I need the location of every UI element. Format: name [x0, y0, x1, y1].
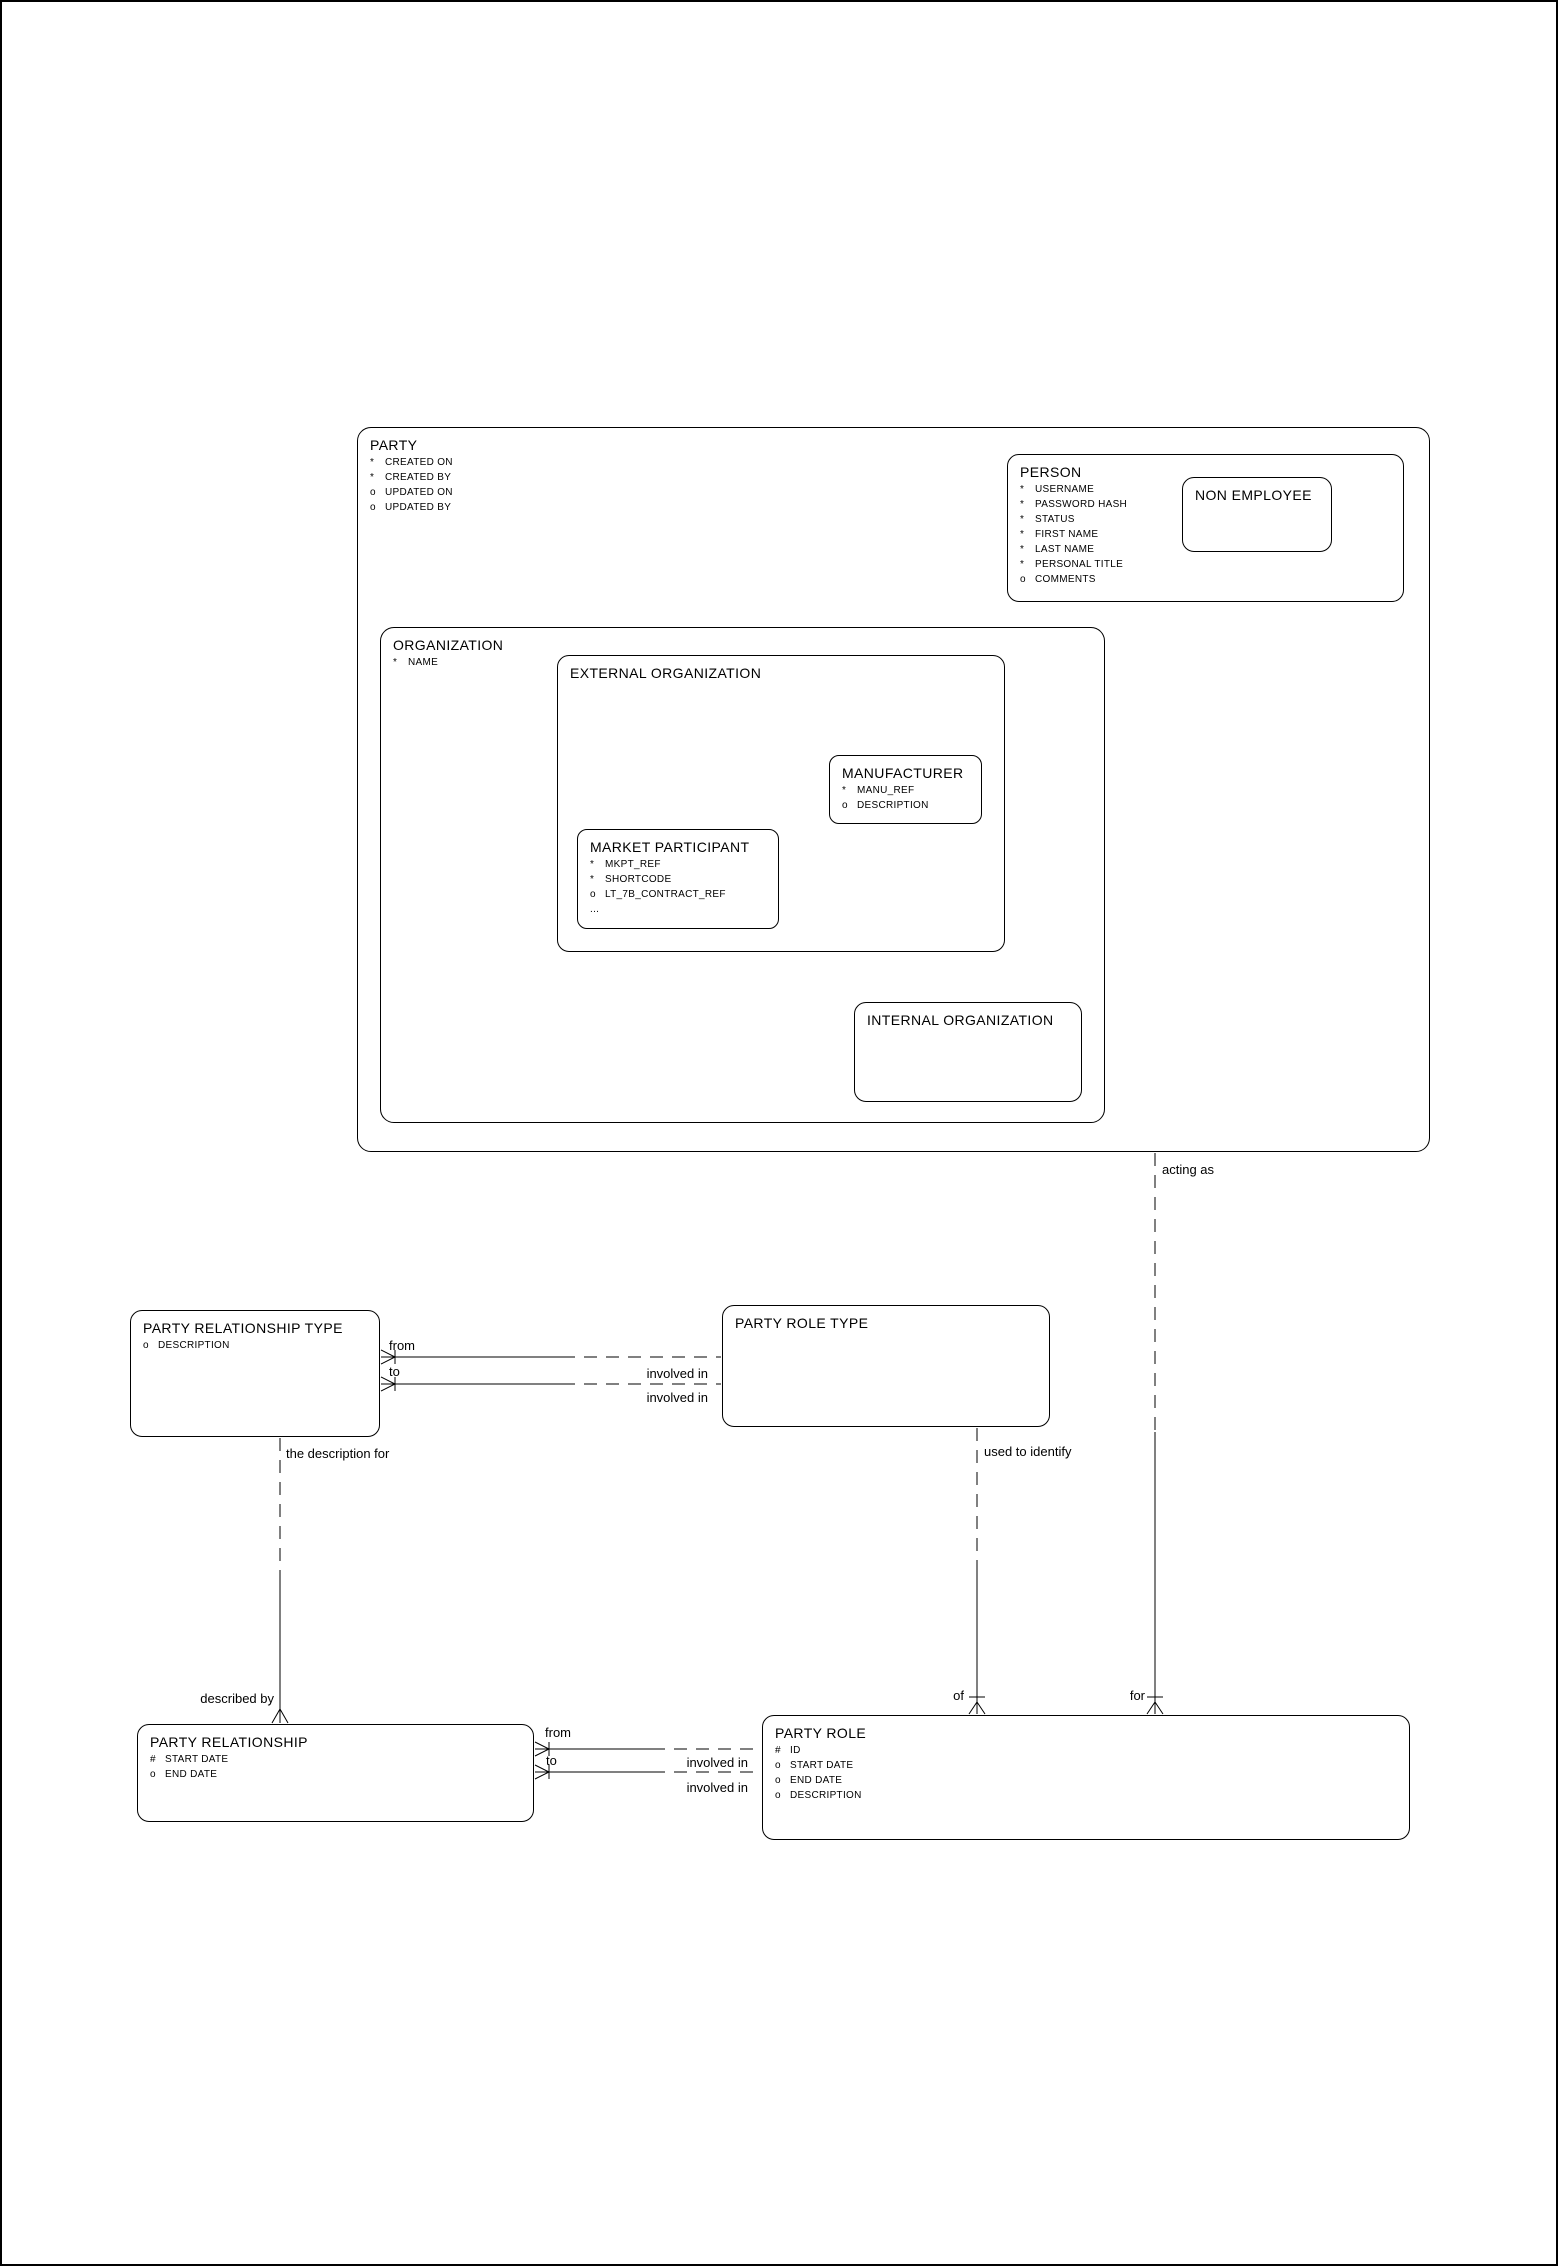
- attribute-row: *SHORTCODE: [590, 874, 672, 885]
- entity-non-employee[interactable]: NON EMPLOYEE: [1182, 477, 1332, 552]
- attribute-row: *STATUS: [1020, 514, 1075, 525]
- entity-title: EXTERNAL ORGANIZATION: [570, 665, 762, 681]
- attribute-row: *NAME: [393, 657, 439, 668]
- connector-acting-as: [1146, 1153, 1164, 1715]
- attribute-row: *CREATED BY: [370, 472, 452, 483]
- relationship-label-the-description-for: the description for: [286, 1446, 390, 1461]
- connector-used-to-identify: [968, 1428, 986, 1715]
- relationship-label-type-involved-in-1: involved in: [646, 1366, 708, 1381]
- attribute-row: *PASSWORD HASH: [1020, 499, 1128, 510]
- attribute-list: *NAME: [393, 655, 1092, 670]
- entity-title: ORGANIZATION: [393, 637, 504, 653]
- entity-external-organization[interactable]: EXTERNAL ORGANIZATION: [557, 655, 1005, 952]
- attribute-row: #ID: [775, 1745, 801, 1756]
- relationship-label-for: for: [1129, 1688, 1145, 1703]
- attribute-row: *MANU_REF: [842, 785, 915, 796]
- entity-person[interactable]: PERSON *USERNAME *PASSWORD HASH *STATUS …: [1007, 454, 1404, 602]
- relationship-label-type-from: from: [389, 1338, 415, 1353]
- attribute-row: #START DATE: [150, 1754, 229, 1765]
- attribute-row: ...: [590, 904, 600, 915]
- entity-title: PARTY: [370, 437, 418, 453]
- relationship-label-type-to: to: [389, 1364, 400, 1379]
- attribute-row: *PERSONAL TITLE: [1020, 559, 1124, 570]
- connector-described-by: [271, 1438, 289, 1724]
- entity-party-role-type[interactable]: PARTY ROLE TYPE: [722, 1305, 1050, 1427]
- relationship-label-rel-from: from: [545, 1725, 571, 1740]
- entity-title: NON EMPLOYEE: [1195, 487, 1312, 503]
- attribute-row: *CREATED ON: [370, 457, 453, 468]
- connector-type-from: [380, 1349, 721, 1365]
- attribute-row: *USERNAME: [1020, 484, 1095, 495]
- relationship-label-rel-involved-in-1: involved in: [686, 1755, 748, 1770]
- entity-title: PARTY ROLE: [775, 1725, 867, 1741]
- entity-organization[interactable]: ORGANIZATION *NAME: [380, 627, 1105, 1123]
- entity-title: INTERNAL ORGANIZATION: [867, 1012, 1054, 1028]
- entity-title: PARTY ROLE TYPE: [735, 1315, 869, 1331]
- relationship-label-described-by: described by: [200, 1691, 274, 1706]
- entity-market-participant[interactable]: MARKET PARTICIPANT *MKPT_REF *SHORTCODE …: [577, 829, 779, 929]
- relationship-label-of: of: [953, 1688, 964, 1703]
- attribute-list: *USERNAME *PASSWORD HASH *STATUS *FIRST …: [1020, 482, 1391, 587]
- connector-rel-from: [534, 1741, 761, 1757]
- entity-title: MANUFACTURER: [842, 765, 964, 781]
- attribute-row: *MKPT_REF: [590, 859, 661, 870]
- entity-internal-organization[interactable]: INTERNAL ORGANIZATION: [854, 1002, 1082, 1102]
- relationship-label-used-to-identify: used to identify: [984, 1444, 1072, 1459]
- relationship-label-type-involved-in-2: involved in: [646, 1390, 708, 1405]
- entity-title: PARTY RELATIONSHIP TYPE: [143, 1320, 343, 1336]
- relationship-label-rel-to: to: [546, 1753, 557, 1768]
- relationship-label-acting-as: acting as: [1162, 1162, 1215, 1177]
- attribute-row: *LAST NAME: [1020, 544, 1095, 555]
- attribute-row: *FIRST NAME: [1020, 529, 1099, 540]
- entity-title: MARKET PARTICIPANT: [590, 839, 750, 855]
- relationship-label-rel-involved-in-2: involved in: [686, 1780, 748, 1795]
- entity-title: PARTY RELATIONSHIP: [150, 1734, 308, 1750]
- entity-title: PERSON: [1020, 464, 1082, 480]
